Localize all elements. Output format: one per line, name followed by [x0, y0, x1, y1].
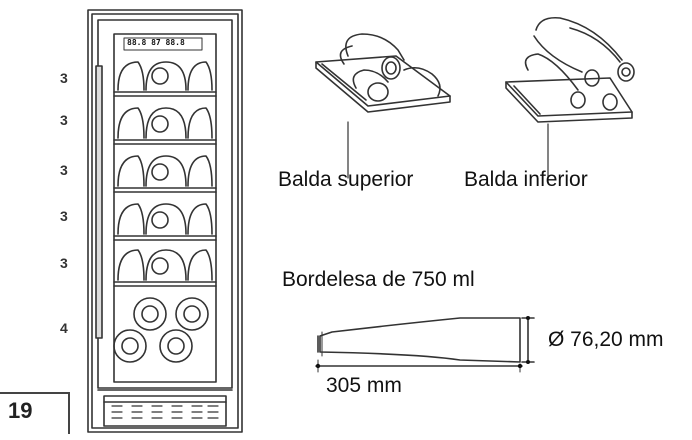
bottle-length: 305 mm [326, 374, 402, 397]
bottle-title: Bordelesa de 750 ml [282, 268, 475, 291]
upper-shelf-illustration [315, 33, 451, 179]
total-bottle-count: 19 [8, 398, 33, 423]
lower-shelf-label: Balda inferior [464, 168, 588, 191]
shelf-4-bottle-count: 3 [60, 208, 68, 224]
bottle-dimension-drawing [315, 317, 535, 373]
upper-shelf-label: Balda superior [278, 168, 414, 191]
total-divider-vertical [68, 392, 70, 434]
total-divider-horizontal [0, 392, 70, 394]
bottom-bottle-count: 4 [60, 320, 68, 336]
bottle-diameter: Ø 76,20 mm [548, 328, 664, 351]
control-panel-display: 88.8 87 88.8 [127, 38, 185, 47]
shelf-2-bottle-count: 3 [60, 112, 68, 128]
shelf-5-bottle-count: 3 [60, 255, 68, 271]
wine-cooler [87, 9, 243, 433]
shelf-3-bottle-count: 3 [60, 162, 68, 178]
lower-shelf-illustration [505, 16, 635, 181]
shelf-1-bottle-count: 3 [60, 70, 68, 86]
